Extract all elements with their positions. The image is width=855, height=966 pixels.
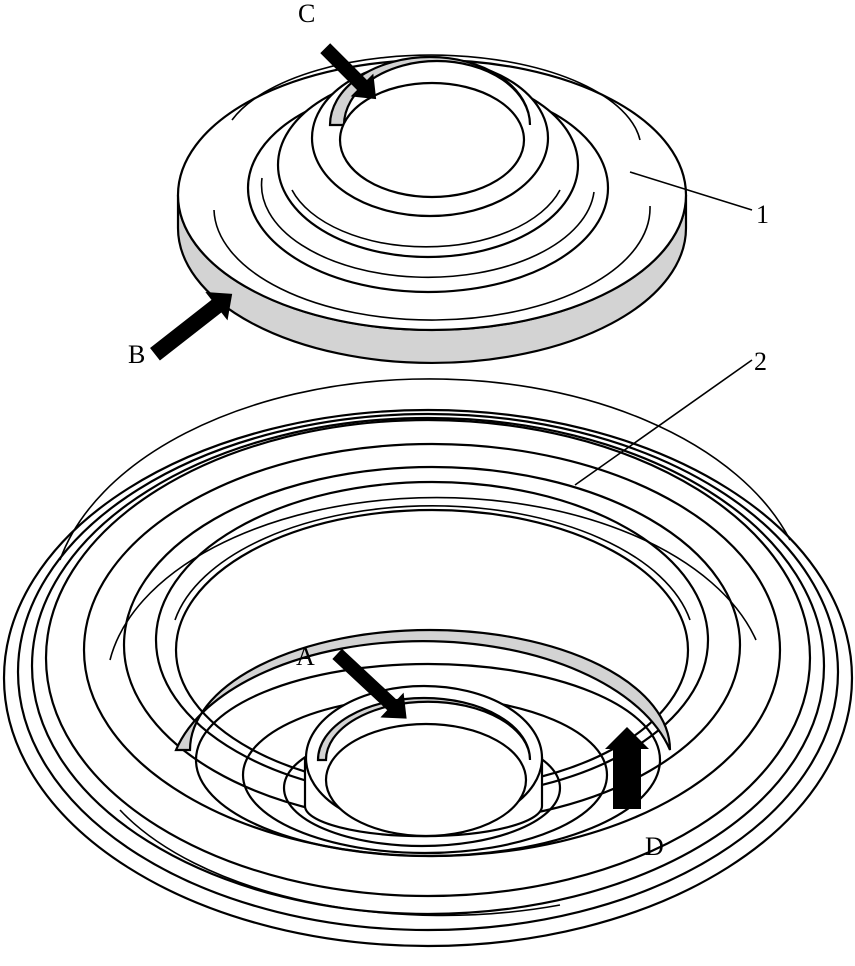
arrow-a (332, 648, 407, 719)
arrow-b (150, 292, 233, 361)
label-arrow-b: B (128, 340, 145, 369)
label-arrow-a: A (296, 642, 315, 671)
part-2-flange-ring-3 (30, 416, 826, 916)
arrow-d (605, 727, 649, 809)
part-2-shaded-band (174, 628, 672, 752)
part-1-step-2-line (260, 177, 595, 279)
arrow-c-shape (320, 43, 377, 100)
part-2-flange-arc-2 (119, 809, 561, 917)
part-2-flange-outer (2, 408, 854, 948)
part-2-step-1-arc (109, 496, 757, 661)
arrow-a-shape (332, 648, 407, 719)
part-1-outer-ring-line (213, 205, 651, 321)
label-arrow-d: D (645, 832, 664, 861)
arrow-b-shape (150, 292, 233, 361)
part-2-step-5 (194, 662, 662, 858)
part-1-leader-line (629, 171, 753, 211)
part-2-housing (2, 378, 854, 948)
label-arrow-c: C (298, 0, 315, 28)
part-1-bore-shading (328, 55, 532, 127)
part-2-flange-ring-4 (44, 418, 812, 898)
part-2-leader-line (574, 359, 753, 486)
part-1-step-3-line (291, 189, 561, 248)
part-1-cover (176, 54, 688, 365)
part-2-boss-shading (316, 696, 532, 762)
part-2-flange-ring-2 (16, 412, 840, 932)
part-1-center-hole (338, 81, 526, 199)
label-part-2: 2 (754, 347, 767, 376)
arrow-c (320, 43, 377, 100)
part-2-step-3-arc (174, 505, 691, 621)
arrow-d-shape (605, 727, 649, 809)
part-2-boss-hole (324, 722, 528, 838)
label-part-1: 1 (756, 200, 769, 229)
part-1-outer-ring-arc (231, 54, 641, 141)
part-2-flange-arc-1 (59, 378, 791, 561)
